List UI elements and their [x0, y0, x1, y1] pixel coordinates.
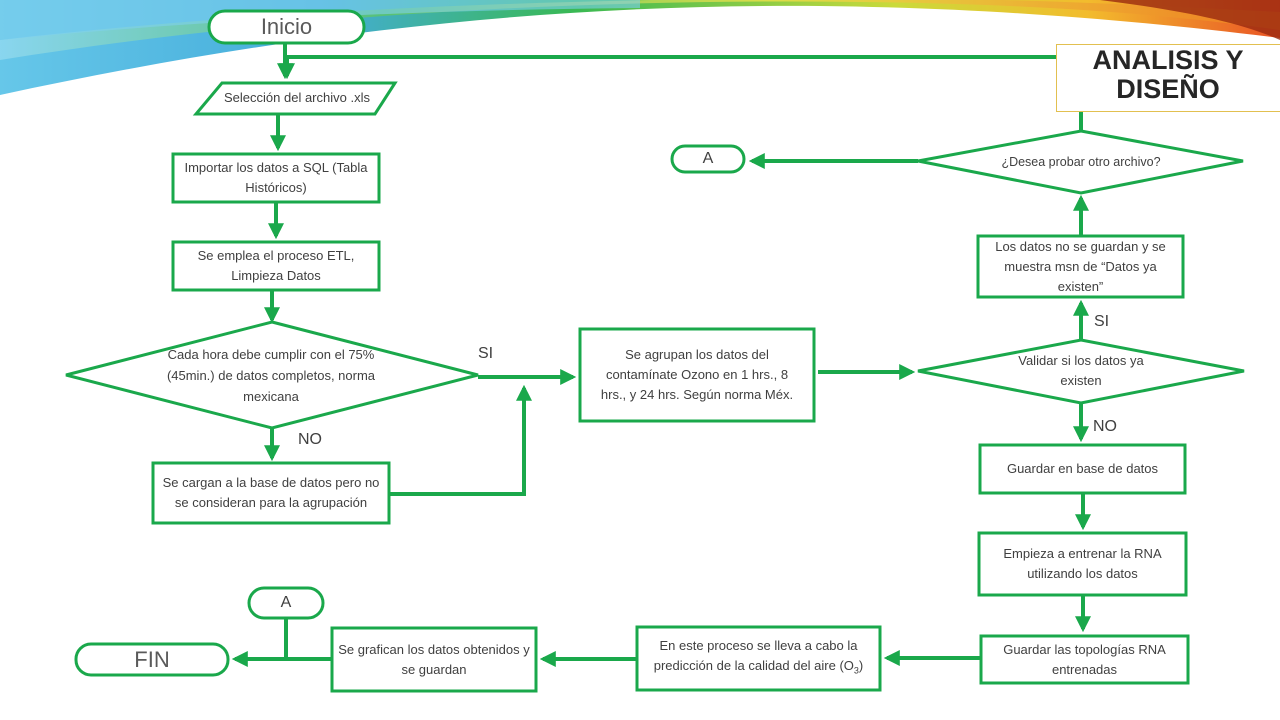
prediction-process — [635, 625, 882, 692]
not-saved-label: Los datos no se guardan y se muestra msn… — [995, 238, 1166, 294]
import-label: Importar los datos a SQL (Tabla Históric… — [184, 160, 368, 195]
save-db-label: Guardar en base de datos — [1006, 461, 1159, 476]
arrow-loop-back — [279, 55, 1083, 131]
title-box — [1056, 44, 1280, 112]
hourly-check-label: Cada hora debe cumplir con el 75% (45min… — [166, 346, 376, 404]
try-another-decision — [917, 129, 1244, 195]
group-ozone-label: Se agrupan los datos del contamínate Ozo… — [600, 347, 794, 402]
etl-process — [171, 240, 381, 292]
etl-label: Se emplea el proceso ETL, Limpieza Datos — [197, 248, 355, 283]
save-db-process — [978, 443, 1187, 495]
connector-a-left: A — [280, 594, 292, 611]
flow-connectors — [231, 43, 1091, 667]
plot-save-label: Se grafican los datos obtenidos y se gua… — [338, 641, 530, 677]
plot-save-process — [330, 626, 538, 693]
branch-no-1: NO — [298, 431, 322, 448]
validate-exists-label: Validar si los datos ya existen — [1018, 353, 1144, 388]
select-file-label: Selección del archivo .xls — [224, 90, 370, 105]
import-process — [171, 152, 381, 204]
connector-a-right-shape — [670, 144, 746, 174]
end-label: FIN — [134, 646, 170, 672]
slide-title: ANALISIS Y DISEÑO — [1092, 45, 1244, 104]
group-ozone-process — [578, 327, 816, 423]
prediction-text: En este proceso se lleva a cabo la predi… — [642, 636, 875, 681]
connector-a-right: A — [702, 150, 714, 167]
save-topologies-label: Guardar las topologías RNA entrenadas — [1003, 641, 1166, 677]
try-another-label: ¿Desea probar otro archivo? — [1001, 155, 1161, 169]
branch-si-2: SI — [1094, 313, 1110, 330]
train-rna-process — [977, 531, 1188, 597]
load-not-grouped-label: Se cargan a la base de datos pero no se … — [162, 475, 380, 510]
prediction-main-text: En este proceso se lleva a cabo la predi… — [653, 638, 858, 674]
select-file-io — [192, 81, 398, 116]
prediction-end-text: ) — [858, 658, 864, 674]
arrow-cargan-to-si — [389, 384, 532, 496]
prediction-label: En este proceso se lleva a cabo la predi… — [642, 627, 875, 690]
prediction-subscript: 3 — [853, 665, 859, 676]
end-terminal — [74, 642, 230, 677]
load-not-grouped-process — [151, 461, 391, 525]
not-saved-process — [976, 234, 1185, 299]
branch-no-2: NO — [1093, 418, 1117, 435]
start-label: Inicio — [260, 14, 313, 39]
branch-si-1: SI — [478, 345, 494, 362]
train-rna-label: Empieza a entrenar la RNA utilizando los… — [1003, 546, 1162, 581]
